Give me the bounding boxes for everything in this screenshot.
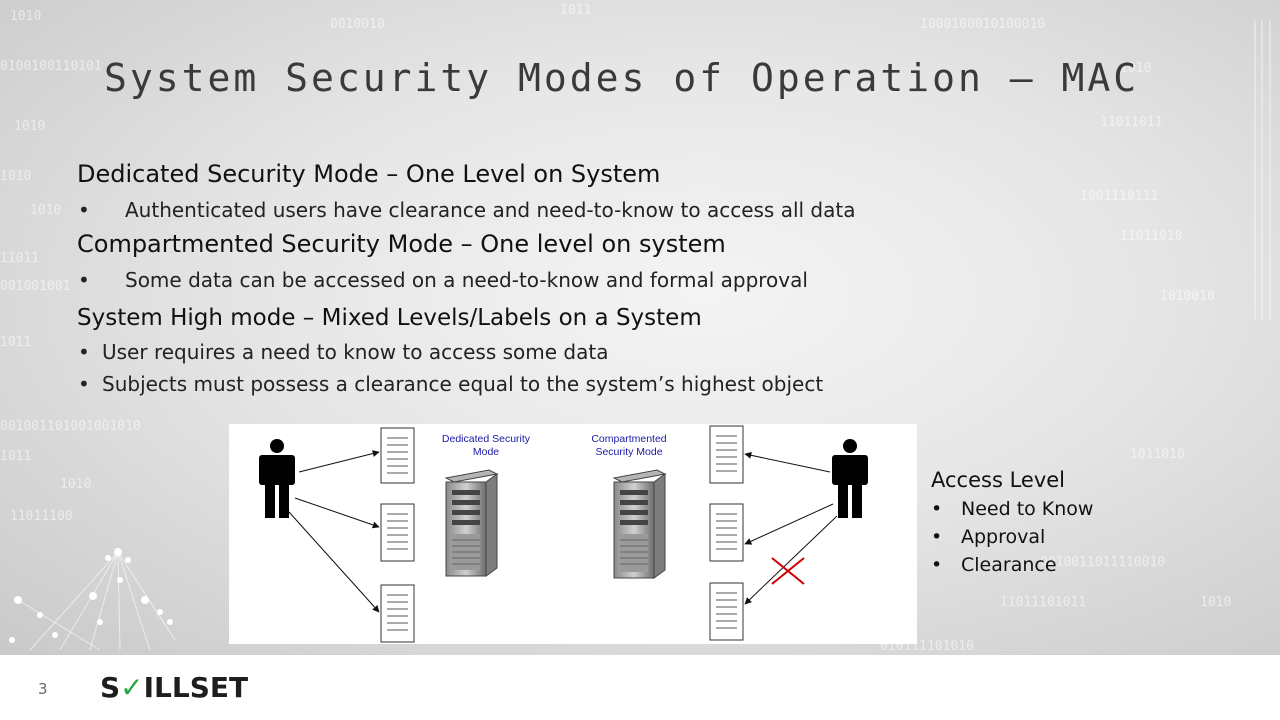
access-item-need-to-know: • Need to Know [931, 498, 1093, 526]
access-item-label: Approval [961, 526, 1046, 548]
bullet-text: Subjects must possess a clearance equal … [102, 372, 824, 396]
svg-text:0010011011110010: 0010011011110010 [1040, 555, 1165, 570]
access-arrows-left [288, 450, 380, 613]
network-decoration [9, 548, 176, 651]
bullet-dot: • [931, 554, 943, 576]
heading-system-high-mode: System High mode – Mixed Levels/Labels o… [77, 305, 702, 331]
bullet-dot: • [78, 340, 90, 364]
server-icon-compartmented [612, 469, 667, 579]
svg-text:11011101011: 11011101011 [1000, 595, 1086, 610]
svg-text:001001101001001010: 001001101001001010 [0, 419, 141, 434]
logo-prefix: S [100, 671, 121, 704]
svg-text:11011010: 11011010 [1120, 229, 1183, 244]
footer: 3 S✓ILLSET [0, 655, 1280, 720]
bullet-dot: • [78, 372, 90, 396]
svg-text:11011100: 11011100 [10, 509, 73, 524]
diagram-svg: Dedicated Security Mode Compartmented Se… [259, 425, 868, 643]
user-icon-left [259, 439, 295, 518]
heading-compartmented-mode: Compartmented Security Mode – One level … [77, 230, 726, 258]
access-item-clearance: • Clearance [931, 554, 1065, 582]
svg-text:1001110111: 1001110111 [1080, 189, 1158, 204]
svg-text:1010: 1010 [10, 9, 41, 24]
bullet-dot: • [931, 526, 943, 548]
access-arrows-right [744, 451, 838, 605]
compartmented-mode-label-2: Security Mode [595, 446, 662, 458]
svg-text:1010010: 1010010 [1160, 289, 1215, 304]
bullet-text: Some data can be accessed on a need-to-k… [125, 268, 808, 292]
access-level-panel: Access Level • Need to Know • Approval •… [931, 468, 1093, 582]
bullet-text: User requires a need to know to access s… [102, 340, 609, 364]
document-icon [709, 425, 744, 484]
bullet-dot: • [78, 198, 90, 222]
access-item-label: Clearance [961, 554, 1057, 576]
page-number: 3 [38, 680, 48, 698]
server-icon-dedicated [444, 469, 499, 577]
svg-text:11011011: 11011011 [1100, 115, 1163, 130]
svg-text:1010: 1010 [1120, 61, 1151, 76]
dedicated-mode-label-2: Mode [473, 446, 499, 458]
svg-text:1010: 1010 [14, 119, 45, 134]
document-icon [380, 427, 415, 484]
access-item-label: Need to Know [961, 498, 1094, 520]
svg-text:1011010: 1011010 [1130, 447, 1185, 462]
security-modes-diagram: Dedicated Security Mode Compartmented Se… [229, 424, 917, 644]
document-icon [380, 584, 415, 643]
access-level-title: Access Level [931, 468, 1065, 492]
svg-text:1011: 1011 [0, 449, 31, 464]
heading-dedicated-mode: Dedicated Security Mode – One Level on S… [77, 160, 661, 188]
svg-text:1010: 1010 [0, 169, 31, 184]
binary-background: 1010 0010010 1011 1000100010100010 01001… [0, 0, 1280, 655]
skillset-logo: S✓ILLSET [100, 671, 248, 704]
svg-text:0100100110101: 0100100110101 [0, 59, 102, 74]
svg-text:0010010: 0010010 [330, 17, 385, 32]
slide-title: System Security Modes of Operation – MAC [104, 56, 1140, 100]
dedicated-mode-label: Dedicated Security [442, 433, 531, 445]
bullet-dot: • [78, 268, 90, 292]
user-icon-right [832, 439, 868, 518]
svg-text:1010: 1010 [1200, 595, 1231, 610]
svg-text:1010: 1010 [60, 477, 91, 492]
document-icon [709, 582, 744, 641]
svg-text:1011: 1011 [560, 3, 591, 18]
document-icon [709, 503, 744, 562]
bullet-text: Authenticated users have clearance and n… [125, 198, 856, 222]
logo-suffix: ILLSET [143, 671, 249, 704]
access-item-approval: • Approval [931, 526, 1065, 554]
svg-text:11011: 11011 [0, 251, 39, 266]
compartmented-mode-label: Compartmented [591, 433, 666, 445]
check-icon: ✓ [120, 671, 144, 704]
svg-text:1000100010100010: 1000100010100010 [920, 17, 1045, 32]
svg-text:1011: 1011 [0, 335, 31, 350]
document-icon [380, 503, 415, 562]
bullet-dot: • [931, 498, 943, 520]
svg-text:001001001: 001001001 [0, 279, 70, 294]
svg-text:1010: 1010 [30, 203, 61, 218]
access-denied-icon [771, 557, 805, 585]
slide: 1010 0010010 1011 1000100010100010 01001… [0, 0, 1280, 655]
